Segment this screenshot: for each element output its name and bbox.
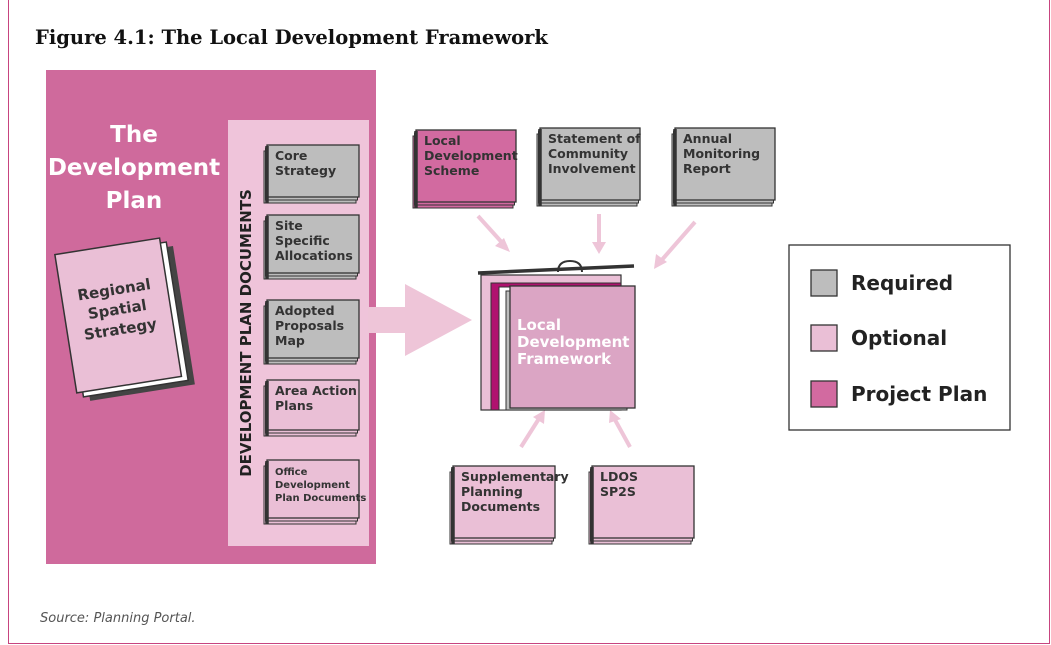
dpd-document-list: CoreStrategySiteSpecificAllocationsAdopt… [263, 144, 366, 525]
ldf-folder-tab [557, 259, 583, 273]
bottom-doc-1-page-1 [452, 465, 556, 539]
dpd-doc-5-label-2: Development [275, 480, 350, 491]
arrowhead-ldos [609, 410, 621, 423]
dev-plan-title-2: Development [48, 155, 220, 181]
ldf-label-1: Local [517, 316, 561, 334]
arrowhead-spd [533, 410, 545, 424]
dpd-doc-2-label-3: Allocations [275, 248, 353, 263]
arrows [476, 214, 697, 449]
dpd-doc-5-label-3: Plan Documents [275, 493, 366, 504]
dpd-doc-5-label-1: Office [275, 467, 308, 478]
legend-swatch-project [810, 380, 838, 408]
figure-title: Figure 4.1: The Local Development Framew… [35, 26, 548, 49]
dpd-doc-4-label-1: Area Action [275, 383, 357, 398]
top-doc-3-page-1 [674, 127, 776, 201]
dpd-doc-4-page-1 [266, 379, 360, 431]
top-doc-2-label-3: Involvement [548, 161, 636, 176]
dpd-doc-2-label-2: Specific [275, 233, 330, 248]
dpd-doc-3-label-1: Adopted [275, 303, 335, 318]
dpd-doc-1-label-1: Core [275, 148, 307, 163]
regional-spatial-strategy-document: Regional Spatial Strategy [54, 237, 195, 401]
top-doc-2-label-2: Community [548, 146, 628, 161]
legend-swatch-required [810, 269, 838, 297]
top-doc-3-label-3: Report [683, 161, 731, 176]
dpd-doc-2-page-1 [266, 214, 360, 274]
dpd-doc-1-page-1 [266, 144, 360, 198]
figure-frame [8, 0, 1050, 644]
source-note: Source: Planning Portal. [40, 611, 196, 626]
top-doc-3-label-2: Monitoring [683, 146, 760, 161]
dpd-doc-5-page-1 [266, 459, 360, 519]
ldf-label-2: Development [517, 333, 629, 351]
arrowhead-amr [654, 254, 667, 269]
legend-label-optional: Optional [851, 326, 947, 350]
top-doc-3-label-1: Annual [683, 131, 732, 146]
arrow-from-spd [519, 415, 542, 449]
bottom-doc-1-label-1: Supplementary [461, 469, 569, 484]
dpd-doc-2-label-1: Site [275, 218, 303, 233]
dpd-doc-1-label-2: Strategy [275, 163, 336, 178]
legend-label-project: Project Plan [851, 382, 987, 406]
bottom-doc-2-label-2: SP2S [600, 484, 636, 499]
ldf-folder: Local Development Framework [477, 259, 636, 411]
ldf-folder-rail [477, 264, 635, 275]
dpd-doc-3-label-2: Proposals [275, 318, 344, 333]
top-doc-1-label-2: Development [424, 148, 518, 163]
arrow-from-ldos [612, 417, 632, 448]
bottom-doc-1-label-3: Documents [461, 499, 540, 514]
top-doc-1-label-1: Local [424, 133, 461, 148]
arrowhead-sci [592, 242, 606, 254]
top-doc-1-label-3: Scheme [424, 163, 479, 178]
dpd-doc-4-label-2: Plans [275, 398, 313, 413]
dev-plan-title-3: Plan [106, 188, 163, 214]
rss-book-cover [54, 237, 183, 394]
top-doc-1-page-1 [415, 129, 517, 203]
dpd-vertical-label: DEVELOPMENT PLAN DOCUMENTS [237, 189, 255, 477]
bottom-doc-1-label-2: Planning [461, 484, 523, 499]
top-doc-2-page-1 [539, 127, 641, 201]
arrow-from-amr [658, 220, 697, 264]
top-doc-2-label-1: Statement of [548, 131, 641, 146]
ldf-label-3: Framework [517, 350, 612, 368]
bottom-doc-2-label-1: LDOS [600, 469, 638, 484]
legend-label-required: Required [851, 271, 953, 295]
dev-plan-title-1: The [110, 122, 158, 148]
ldf-folder-front [509, 285, 636, 409]
main-arrow [368, 284, 472, 356]
dpd-doc-3-label-3: Map [275, 333, 305, 348]
dpd-doc-3-page-1 [266, 299, 360, 359]
legend-swatch-optional [810, 324, 838, 352]
arrowhead-lds [495, 238, 510, 252]
